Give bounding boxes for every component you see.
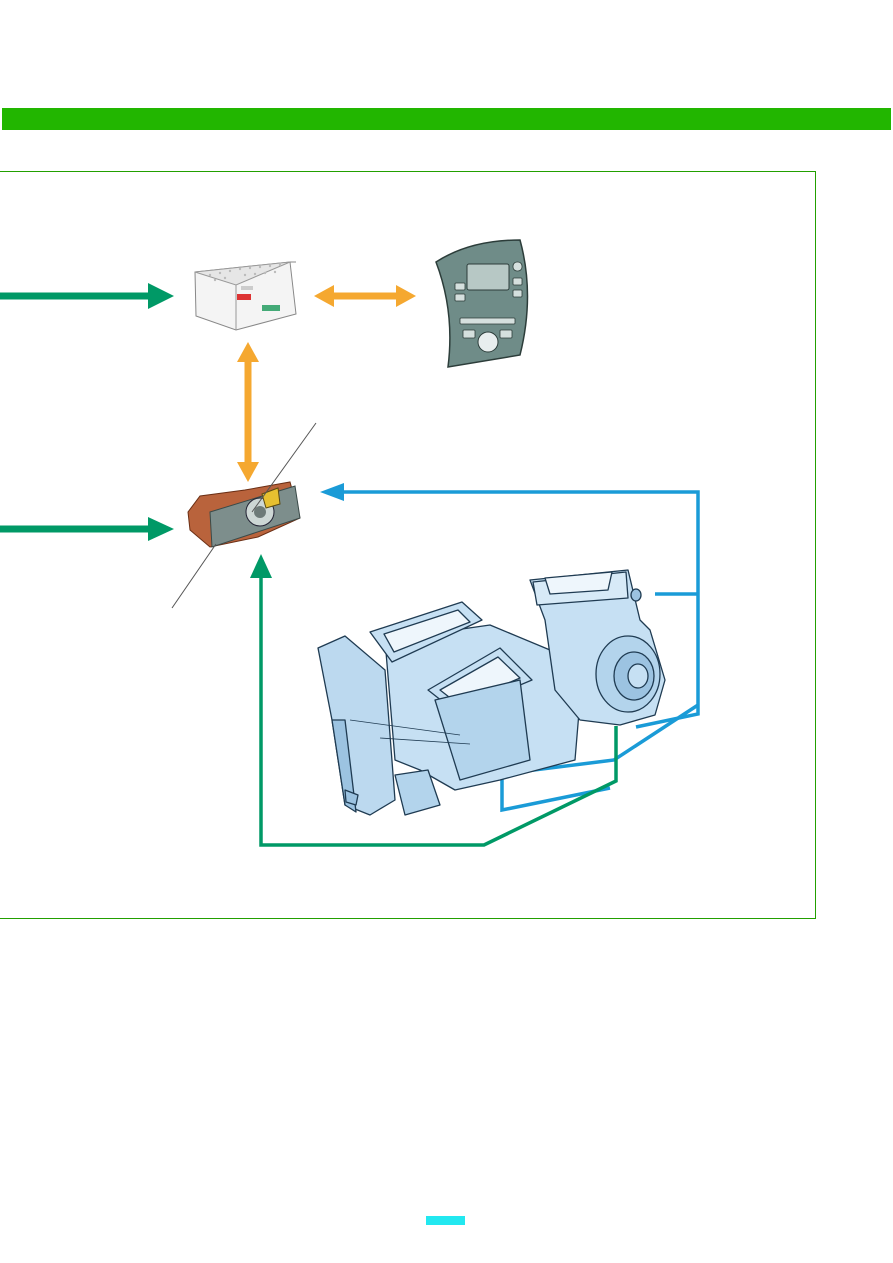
operating-panel [435, 239, 529, 368]
leader-line-lower [171, 543, 217, 609]
input-arrow-actuator [0, 517, 174, 541]
page-marker [426, 1216, 465, 1225]
feedback-arrowhead [320, 483, 344, 501]
heater-ac-unit [317, 569, 666, 816]
input-arrow-control-unit [0, 283, 174, 309]
control-unit-module [194, 261, 297, 331]
bus-arrow-horizontal [314, 285, 416, 307]
header-bar [2, 108, 891, 130]
signal-line-green [259, 575, 618, 847]
diagram-frame [0, 171, 816, 919]
bus-arrow-vertical [237, 342, 259, 482]
signal-arrowhead [250, 554, 272, 578]
leader-line-upper [251, 422, 317, 513]
temperature-actuator [187, 481, 301, 548]
